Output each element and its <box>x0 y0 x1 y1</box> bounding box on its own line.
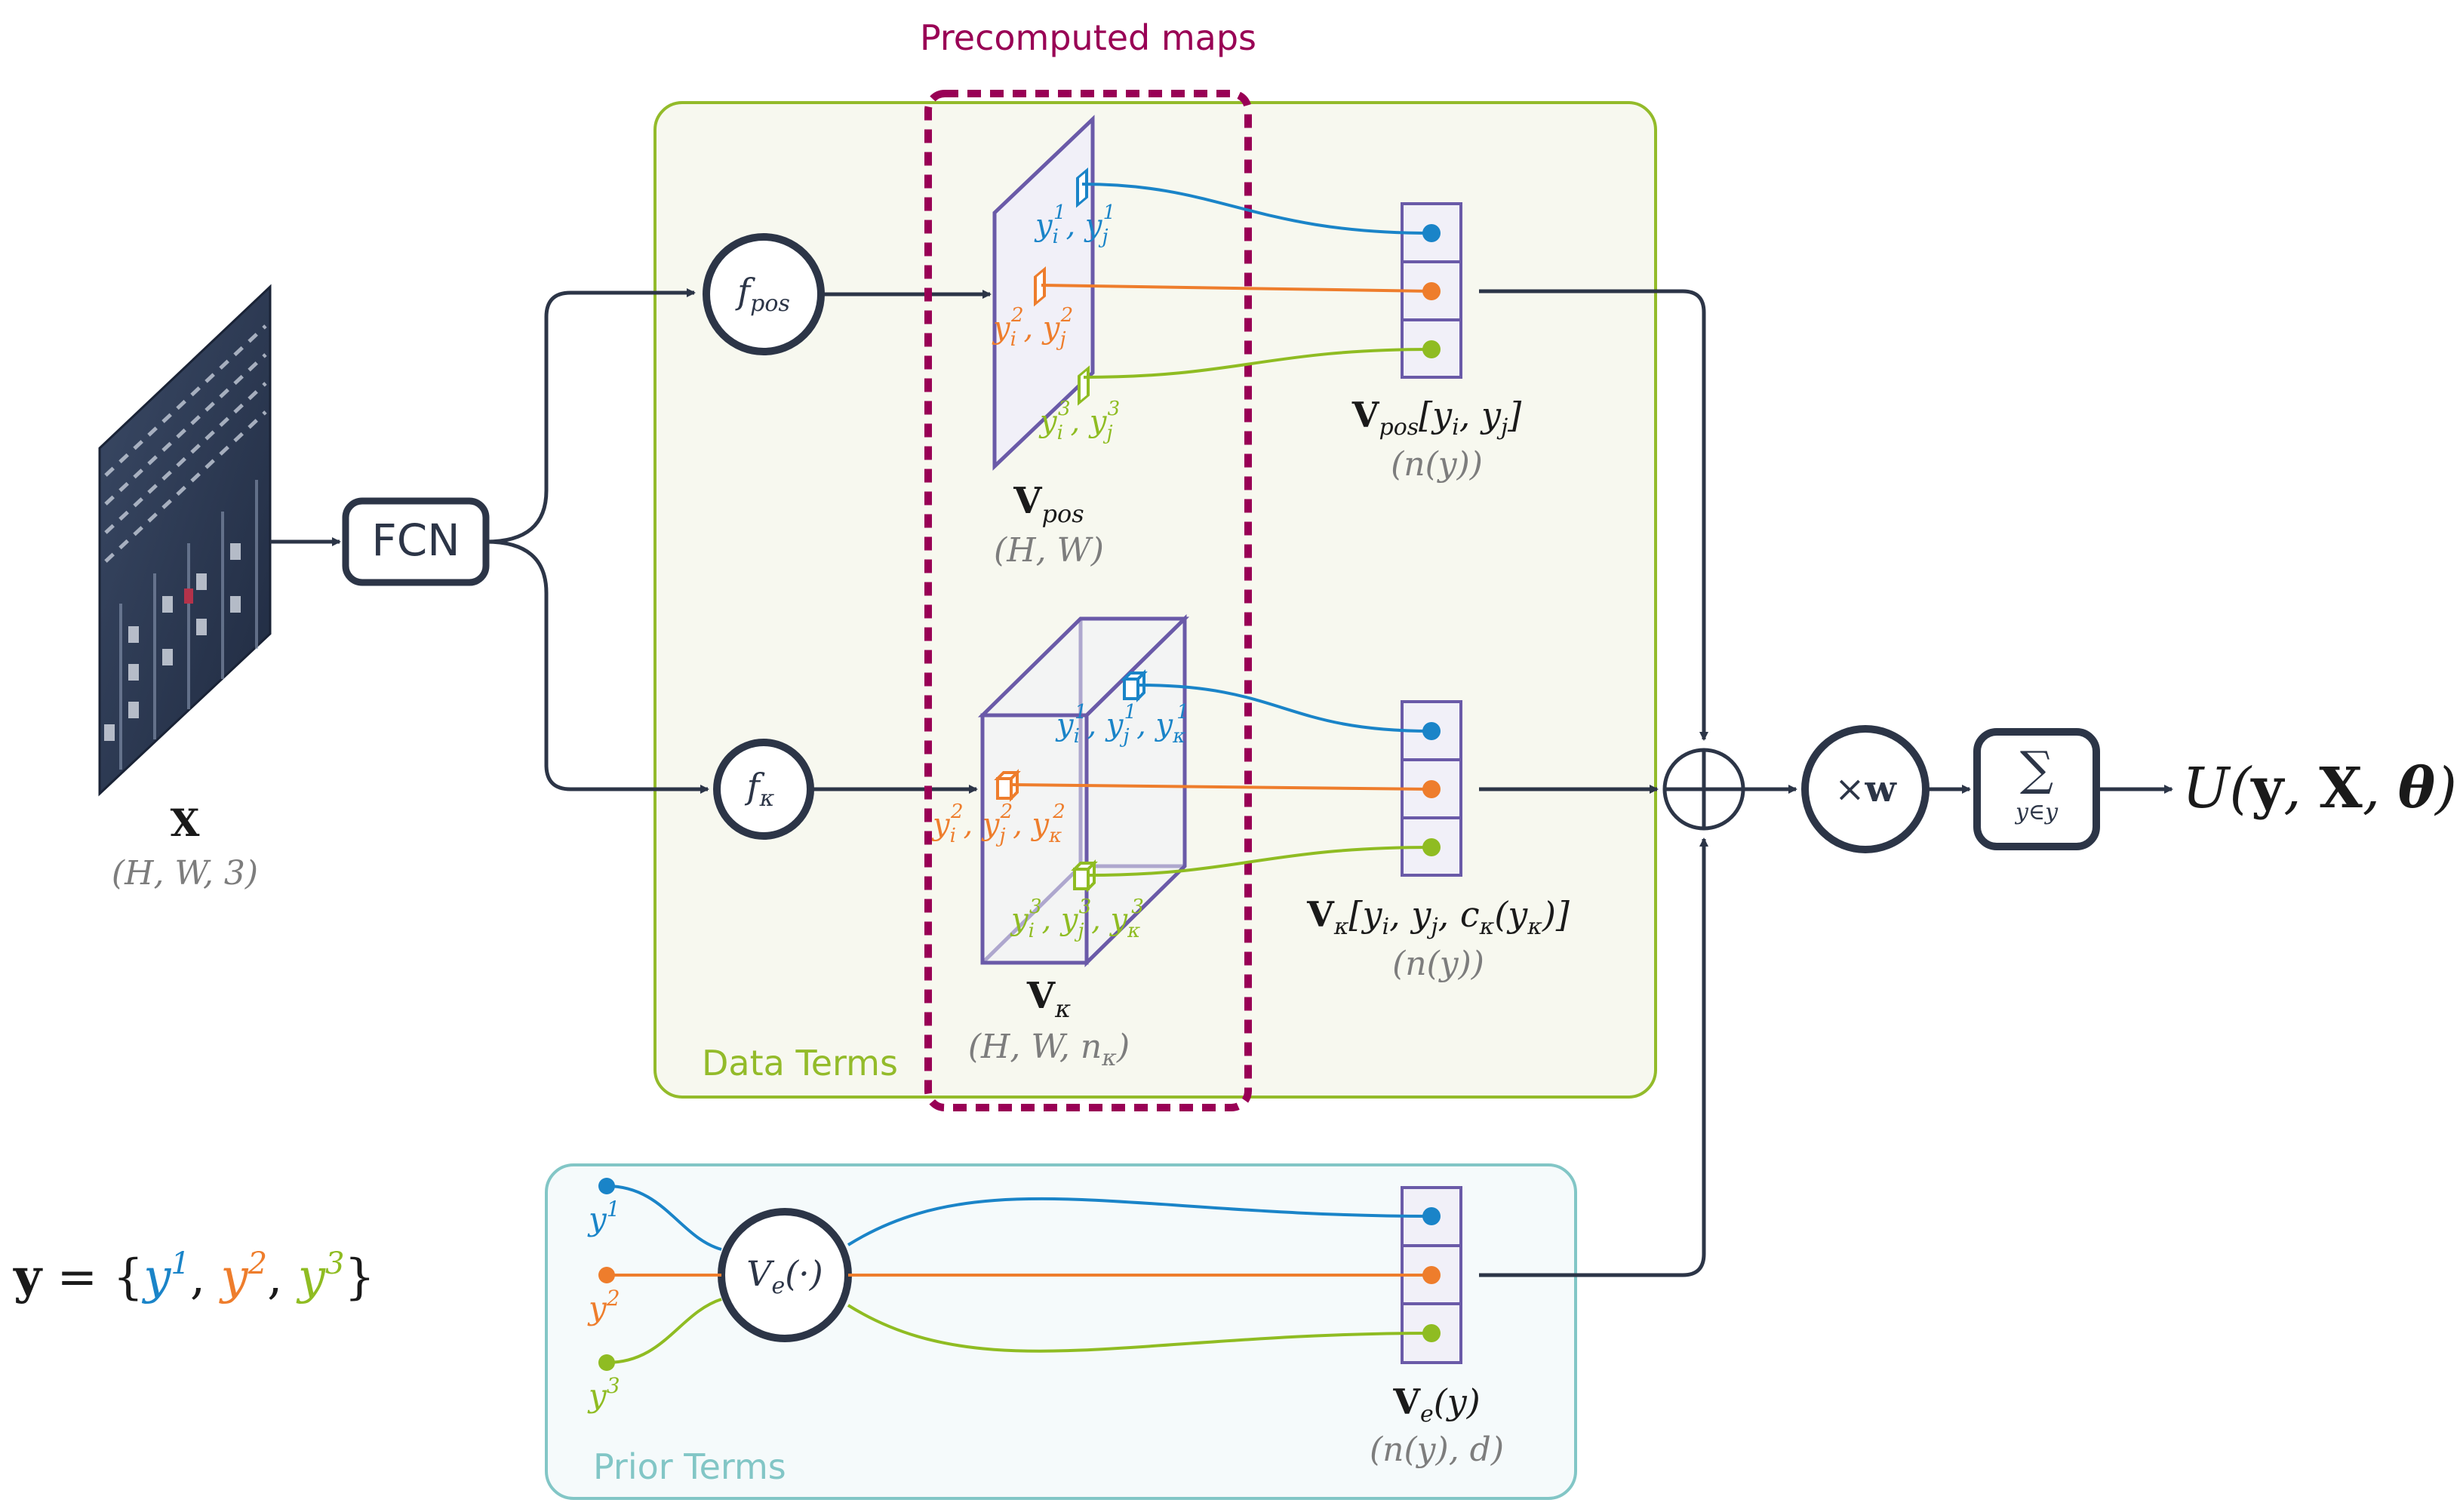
set-definition: y = {y1, y2, y3} <box>13 1246 375 1305</box>
v-pos-shape: (H, W) <box>994 531 1104 570</box>
v-kappa-point-2-label: yi2, yj2, yκ2 <box>931 801 1065 847</box>
v-e-label: Ve(·) <box>746 1253 823 1299</box>
prior-terms-label: Prior Terms <box>593 1446 786 1487</box>
prior-point-2-label: y2 <box>587 1286 620 1326</box>
sum-symbol: ∑ <box>2020 741 2053 796</box>
v-kappa-title: Vκ <box>1026 975 1071 1023</box>
v-pos-title: Vpos <box>1013 480 1084 528</box>
precomputed-maps-box <box>924 90 1252 1111</box>
v-kappa-cell-orange <box>994 769 1021 802</box>
data-terms-label: Data Terms <box>702 1043 898 1083</box>
v-pos-point-3-label: yi3, yj3 <box>1038 398 1120 444</box>
v-pos-point-2-label: yi2, yj2 <box>992 304 1073 351</box>
v-e-link-blue <box>847 1197 1432 1246</box>
v-pos-link-orange <box>1041 284 1432 293</box>
v-pos-count: (n(y)) <box>1391 445 1483 484</box>
input-label: X <box>171 801 200 845</box>
prior-input-green <box>606 1298 722 1364</box>
v-e-count: (n(y), d) <box>1370 1431 1504 1469</box>
v-kappa-cell-blue <box>1121 669 1148 702</box>
v-kappa-index-label: Vκ[yi, yj, cκ(yκ)] <box>1306 894 1570 940</box>
sum-subscript: y∈y <box>2014 799 2059 825</box>
v-kappa-count: (n(y)) <box>1392 945 1484 983</box>
v-pos-cell-green <box>1078 365 1090 406</box>
output-label: U(y, X, θ) <box>2182 756 2457 821</box>
v-pos-link-blue <box>1081 183 1432 235</box>
arrow-vpos-to-plus <box>1479 289 1708 741</box>
v-e-link-green <box>847 1304 1432 1353</box>
v-pos-index-label: Vpos[yi, yj] <box>1351 395 1521 441</box>
v-kappa-link-green <box>1087 846 1432 877</box>
v-pos-point-1-label: yi1, yj1 <box>1034 201 1115 248</box>
v-kappa-link-blue <box>1137 684 1432 733</box>
v-kappa-cell-green <box>1071 859 1098 893</box>
v-kappa-shape: (H, W, nκ) <box>968 1028 1130 1071</box>
input-image <box>98 284 272 797</box>
v-kappa-cube <box>977 614 1190 967</box>
precomputed-maps-label: Precomputed maps <box>920 17 1256 58</box>
prior-input-blue <box>606 1185 722 1251</box>
fcn-label: FCN <box>371 515 460 566</box>
times-w-label: ×w <box>1834 768 1897 810</box>
v-pos-link-green <box>1083 348 1432 379</box>
v-pos-cell-blue <box>1076 167 1088 208</box>
v-kappa-link-orange <box>1010 783 1432 791</box>
arrow-fcn-to-fpos <box>485 288 696 544</box>
v-e-output-label: Ve(y) <box>1392 1381 1480 1427</box>
input-shape: (H, W, 3) <box>112 854 258 893</box>
arrow-ve-to-plus <box>1479 837 1708 1277</box>
arrow-fcn-to-fkappa <box>485 539 709 794</box>
f-pos-label: fpos <box>735 271 790 317</box>
v-pos-cell-orange <box>1034 266 1046 307</box>
